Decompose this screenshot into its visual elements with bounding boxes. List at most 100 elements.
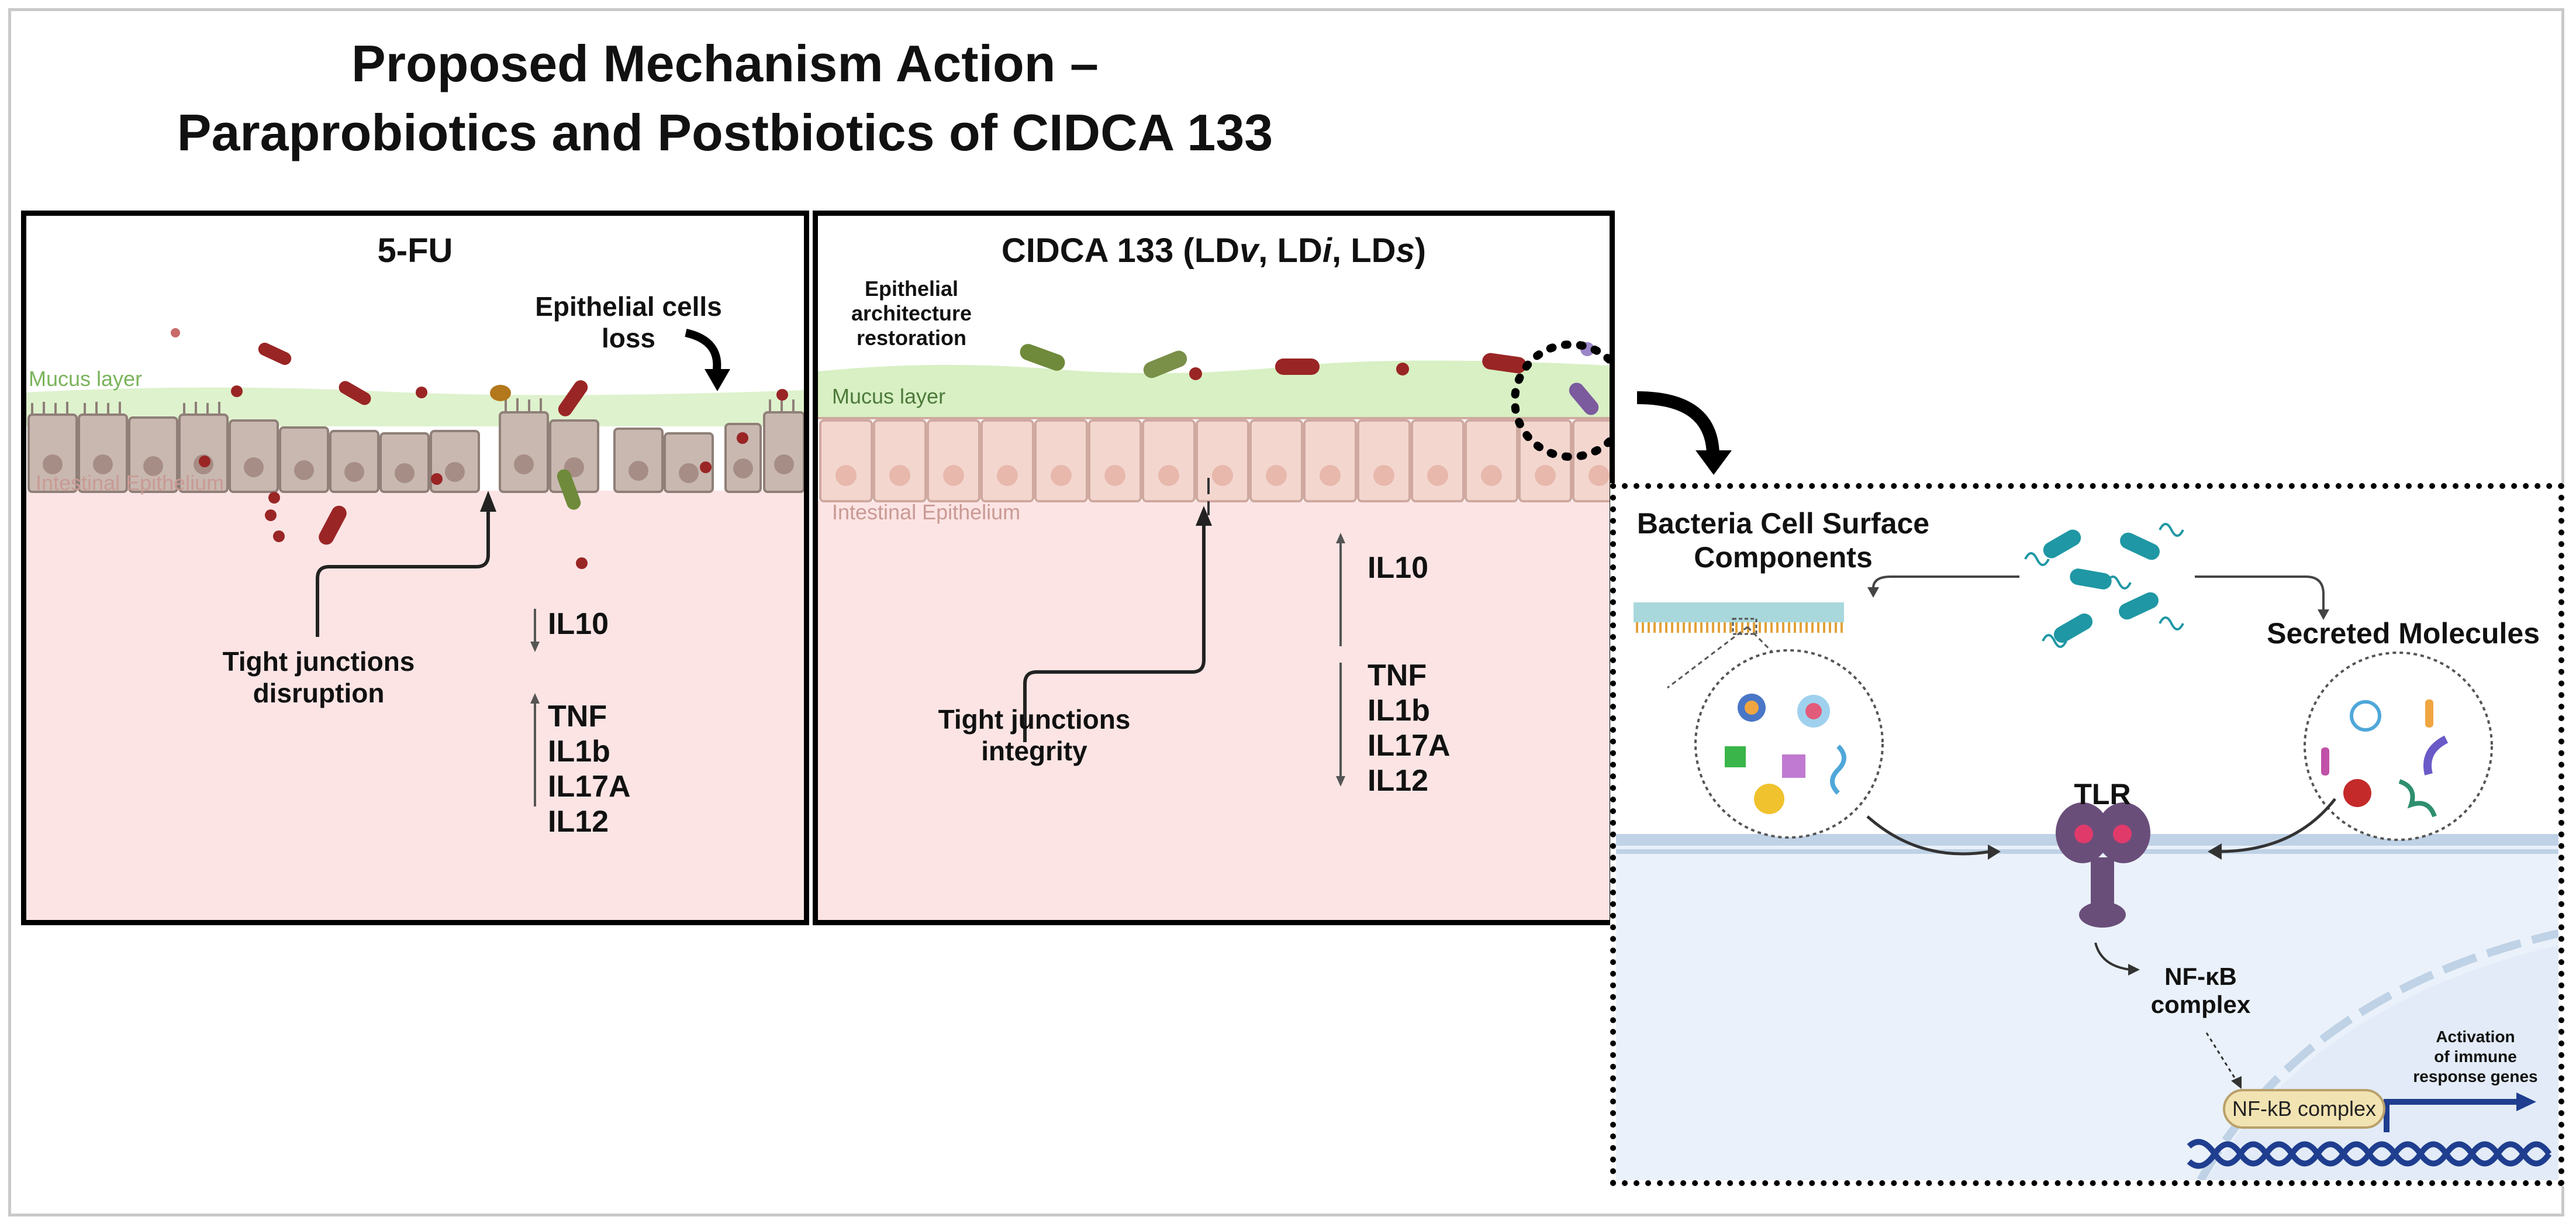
- mucus-layer-label: Mucus layer: [832, 384, 946, 408]
- cytokine-tnf: TNF: [1368, 659, 1427, 692]
- epithelial-architecture-restoration-label: Epithelial architecture restoration: [824, 277, 999, 350]
- tlr-receptor: [2056, 802, 2150, 928]
- mechanism-drawing: [1616, 523, 2558, 1180]
- arrow-to-surface-components: [1872, 575, 2019, 593]
- nucleus: [1266, 465, 1287, 486]
- proinflammatory-down-arrow-head: [1336, 776, 1345, 787]
- arrow-secreted-to-tlr-head: [2208, 843, 2222, 860]
- nucleus: [1158, 465, 1179, 486]
- panel-cidca-133: CIDCA 133 (LDv, LDi, LDs) Epithelial arc…: [813, 211, 1615, 925]
- nucleus: [1320, 465, 1341, 486]
- arrow-tlr-to-nfkb-head: [2128, 964, 2140, 976]
- heading-sep-1: , LD: [1258, 232, 1322, 270]
- il10-up-arrow-head: [1336, 533, 1345, 543]
- nuclear-envelope: [2197, 929, 2558, 1180]
- nucleus: [1481, 465, 1502, 486]
- zoom-line-left: [1667, 626, 1748, 689]
- heading-prefix: CIDCA 133 (LD: [1001, 232, 1240, 270]
- nfkb-line-2: complex: [2150, 991, 2251, 1018]
- epithelial-cell: [1357, 419, 1411, 502]
- nfkb-line-1: NF-κB: [2164, 963, 2237, 990]
- heading-sep-2: , LD: [1331, 232, 1396, 270]
- dna-strand-2: [2187, 1141, 2552, 1169]
- il10-down-arrow-head: [530, 642, 540, 652]
- arrow-to-secreted-molecules: [2195, 575, 2325, 612]
- arrow-to-secreted-molecules-head: [2318, 609, 2329, 620]
- epithelial-cell: [1249, 419, 1303, 502]
- cytokine-il1b: IL1b: [548, 735, 610, 768]
- bacteria-cluster: [2043, 529, 2160, 643]
- 5fu-decreased-cytokines: IL10: [548, 606, 609, 642]
- loss-arrow-head: [705, 369, 730, 391]
- secreted-molecules-circle: [2304, 652, 2493, 841]
- mucus-layer-label: Mucus layer: [29, 367, 143, 391]
- tj-integrity-line-1: Tight junctions: [938, 704, 1131, 735]
- epithelial-cell: [1034, 419, 1088, 502]
- tj-arrow-head: [1196, 506, 1212, 526]
- restoration-line-2: architecture: [851, 301, 972, 325]
- arrow-to-surface-components-head: [1867, 587, 1879, 598]
- nfkb-complex-chip: NF-kB complex: [2223, 1089, 2385, 1129]
- heading-i: i: [1322, 232, 1332, 270]
- epithelial-cell: [1088, 419, 1142, 502]
- nucleus: [943, 465, 964, 486]
- epithelial-cell: [980, 419, 1034, 502]
- activation-line-2: of immune: [2434, 1047, 2517, 1066]
- nucleus: [1427, 465, 1448, 486]
- tj-arrow: [316, 508, 490, 637]
- tj-integrity-line-2: integrity: [981, 736, 1087, 766]
- panel-cidca-drawing: [818, 340, 1610, 920]
- title-line-1: Proposed Mechanism Action –: [351, 35, 1099, 92]
- nucleus: [1104, 465, 1125, 486]
- bacteria-surface-components-label: Bacteria Cell Surface Components: [1625, 506, 1941, 574]
- epithelial-cell: [1572, 419, 1610, 502]
- cytokine-tnf: TNF: [548, 699, 607, 733]
- secreted-molecule-icons: [2321, 699, 2449, 818]
- arrow-nfkb-to-nucleus: [2205, 1032, 2237, 1080]
- tj-arrow: [1023, 522, 1206, 742]
- tlr-label: TLR: [2074, 778, 2131, 811]
- panel-5fu-heading: 5-FU: [377, 232, 453, 270]
- cytokine-il12: IL12: [1368, 764, 1429, 798]
- activation-genes-label: Activation of immune response genes: [2394, 1027, 2557, 1087]
- arrow-surface-to-tlr: [1866, 815, 1991, 856]
- nucleus: [1589, 465, 1610, 486]
- mucus-layer: [818, 360, 1610, 418]
- restoration-line-3: restoration: [856, 326, 967, 350]
- transcription-arrow: [2384, 1099, 2519, 1132]
- nucleus: [1051, 465, 1072, 486]
- healthy-epithelial-cells: [819, 419, 1610, 502]
- epithelial-cells-loss-label: Epithelial cells loss: [517, 291, 740, 354]
- nucleus: [1535, 465, 1556, 486]
- cidca-increased-cytokines: IL10: [1368, 550, 1428, 585]
- arrow-tlr-to-nfkb: [2094, 942, 2131, 971]
- arrow-nfkb-to-nucleus-head: [2231, 1076, 2242, 1089]
- cidca-decreased-cytokines: TNF IL1b IL17A IL12: [1368, 658, 1451, 798]
- zoom-box: [1732, 618, 1757, 635]
- intestinal-epithelium-label: Intestinal Epithelium: [832, 500, 1021, 524]
- tight-junctions-integrity-label: Tight junctions integrity: [906, 704, 1163, 767]
- epithelial-cell: [1465, 419, 1518, 502]
- cytokine-il10: IL10: [1368, 551, 1429, 585]
- mechanism-panel: Bacteria Cell Surface Components Secrete…: [1610, 483, 2564, 1186]
- heading-v: v: [1239, 232, 1259, 270]
- nucleus: [997, 465, 1018, 486]
- title-line-2: Paraprobiotics and Postbiotics of CIDCA …: [177, 104, 1273, 161]
- cells-loss-line-1: Epithelial cells: [535, 291, 722, 322]
- intestinal-epithelium-label: Intestinal Epithelium: [36, 471, 225, 495]
- lamina-propria: [818, 501, 1610, 920]
- tight-junctions-disruption-label: Tight junctions disruption: [202, 646, 436, 709]
- transcription-arrow-head: [2516, 1092, 2536, 1111]
- zoom-circle: [1511, 340, 1610, 461]
- nucleus: [835, 465, 857, 486]
- nucleus: [1212, 465, 1233, 486]
- proinflammatory-up-arrow-head: [530, 693, 540, 704]
- epithelial-cell: [1196, 419, 1249, 502]
- surface-glycans: [1636, 622, 1843, 633]
- surface-component-icons: [1725, 694, 1846, 814]
- panel-5fu: 5-FU Mucus layer Intestinal Epithelium E…: [21, 211, 809, 925]
- epithelial-cell: [1142, 419, 1196, 502]
- surface-line-1: Bacteria Cell Surface: [1636, 507, 1930, 540]
- epithelial-cell: [873, 419, 927, 502]
- epithelial-cell: [1303, 419, 1357, 502]
